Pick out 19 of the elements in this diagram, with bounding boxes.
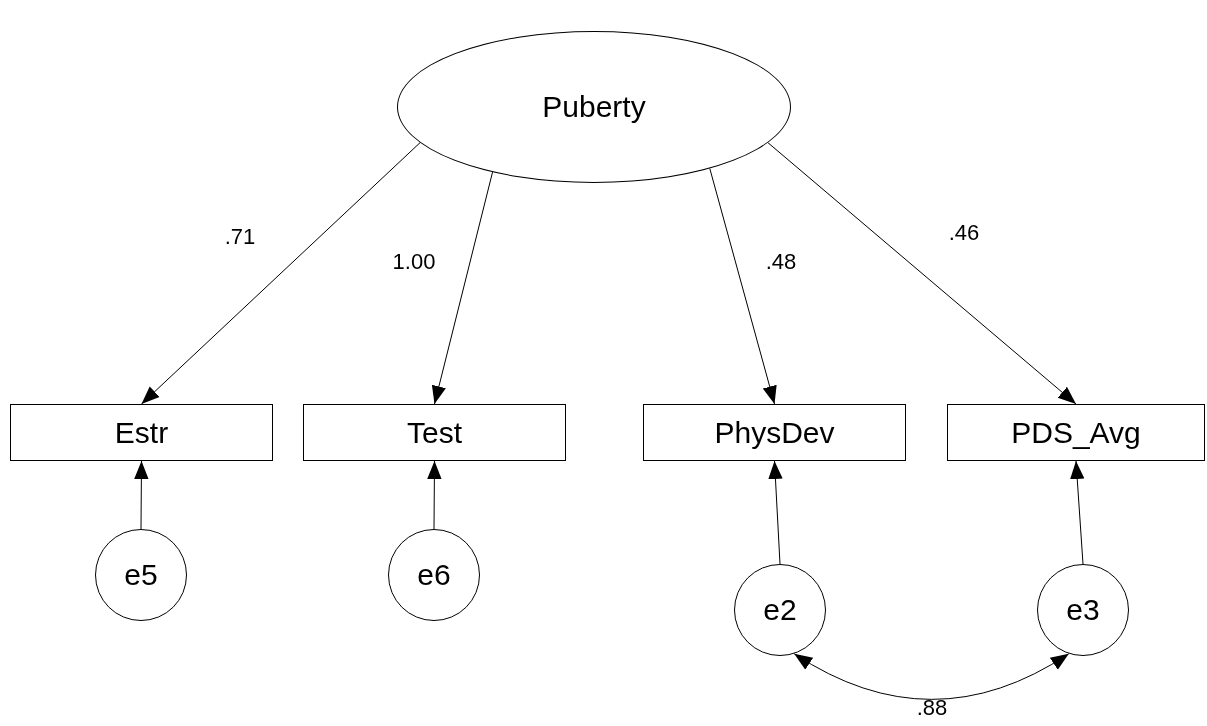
curved-double-arrow xyxy=(793,653,1070,700)
edge-label: 1.00 xyxy=(392,251,436,273)
arrow xyxy=(768,460,783,565)
observed-variable-box: PhysDev xyxy=(643,404,906,461)
observed-variable-box: PDS_Avg xyxy=(947,404,1205,461)
arrow xyxy=(431,171,494,405)
edge-label: .71 xyxy=(224,226,256,248)
arrow xyxy=(767,142,1077,405)
arrow xyxy=(1070,460,1085,565)
arrow xyxy=(427,460,442,530)
latent-variable-ellipse: Puberty xyxy=(397,31,791,183)
edge-label: .46 xyxy=(948,222,980,244)
observed-variable-box: Test xyxy=(303,404,566,461)
arrow xyxy=(134,460,149,530)
arrow xyxy=(709,168,777,405)
edge-label: .88 xyxy=(916,697,948,719)
edge-label: .48 xyxy=(765,251,797,273)
arrow xyxy=(141,142,421,405)
observed-variable-box: Estr xyxy=(10,404,273,461)
